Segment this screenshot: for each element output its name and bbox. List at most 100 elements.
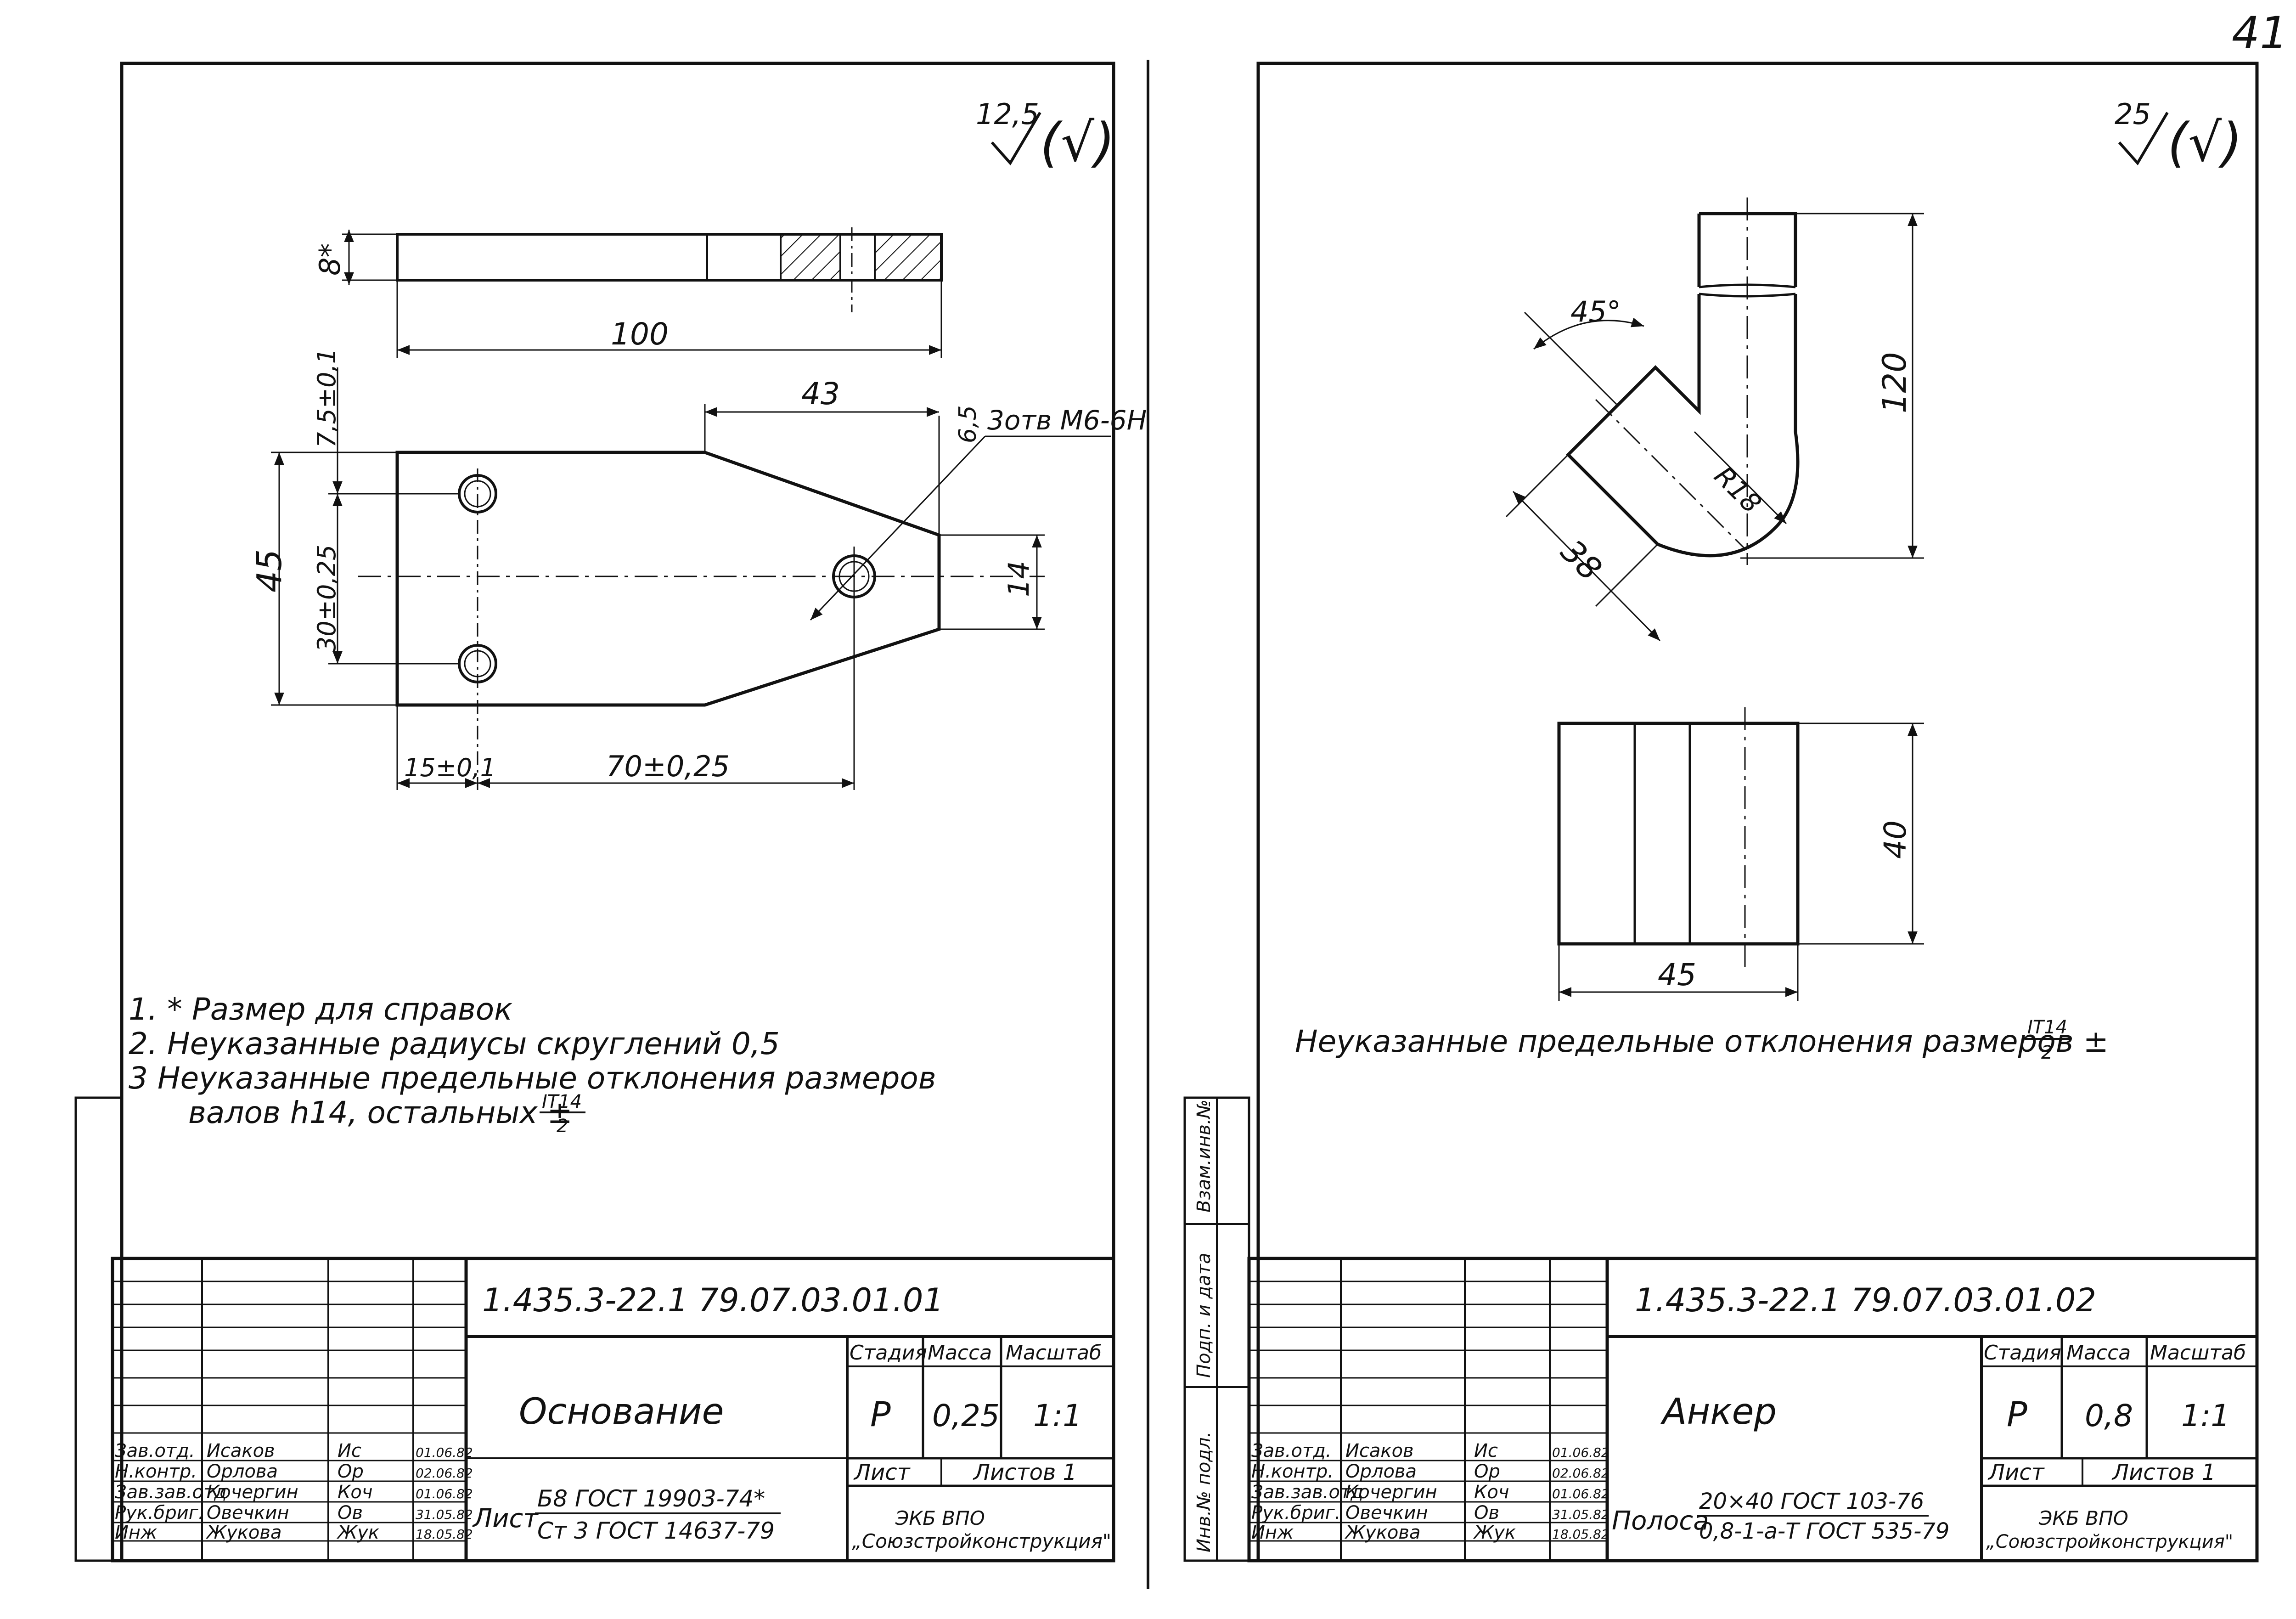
svg-text:(√): (√) (2167, 112, 2242, 174)
dim-angle: 45° (1570, 295, 1621, 328)
dim-length: 100 (611, 316, 669, 352)
svg-text:Ор: Ор (1474, 1461, 1500, 1482)
dim-taper-start: 43 (801, 376, 840, 412)
right-designation: 1.435.3-22.1 79.07.03.01.02 (1635, 1281, 2096, 1319)
left-title-text: 1.435.3-22.1 79.07.03.01.01 Основание Ст… (115, 1281, 1111, 1552)
right-stage: Р (2007, 1395, 2027, 1434)
note-1: 1. * Размер для справок (129, 992, 512, 1027)
right-title-block (1247, 1257, 2259, 1563)
dim-hole-offset: 15±0,1 (404, 753, 496, 782)
svg-text:Ор: Ор (338, 1461, 364, 1482)
svg-text:Инж: Инж (115, 1522, 157, 1543)
left-title-block (111, 1257, 1115, 1563)
svg-text:Ов: Ов (1474, 1502, 1499, 1523)
svg-text:02.06.82: 02.06.82 (416, 1466, 473, 1481)
plate-plan-view: 14 3отв М6-6Н 6,5 43 4 (250, 348, 1147, 790)
svg-text:Овечкин: Овечкин (1345, 1502, 1428, 1523)
left-stage: Р (870, 1395, 891, 1434)
svg-text:Полоса: Полоса (1612, 1506, 1709, 1536)
right-material-top: 20×40 ГОСТ 103-76 (1699, 1489, 1924, 1514)
note-fraction-num: IT14 (542, 1091, 582, 1112)
svg-text:Масштаб: Масштаб (1006, 1341, 1102, 1365)
note-fraction-den: 2 (557, 1116, 568, 1137)
left-material-top: Б8 ГОСТ 19903-74* (537, 1485, 765, 1512)
svg-text:12,5: 12,5 (976, 97, 1039, 131)
left-part-name: Основание (519, 1391, 724, 1433)
plate-side-view: 8* 100 (313, 227, 943, 358)
svg-text:Лист: Лист (1987, 1460, 2045, 1485)
dim-thickness: 8* (313, 243, 347, 276)
svg-text:01.06.82: 01.06.82 (416, 1486, 473, 1501)
right-note-fraction-num: IT14 (2027, 1017, 2067, 1038)
note-3-cont: валов h14, остальных ± (188, 1095, 573, 1130)
dim-hole-distance: 70±0,25 (606, 750, 730, 783)
side-label-signature: Подп. и дата (1193, 1253, 1215, 1378)
svg-text:„Союзстройконструкция": „Союзстройконструкция" (852, 1530, 1111, 1552)
svg-text:Жук: Жук (1473, 1522, 1516, 1543)
right-title-text: 1.435.3-22.1 79.07.03.01.02 Анкер Стадия… (1251, 1281, 2246, 1552)
svg-text:Лист: Лист (472, 1504, 539, 1534)
right-note-fraction-den: 2 (2041, 1042, 2053, 1063)
svg-text:„Союзстройконструкция": „Союзстройконструкция" (1986, 1531, 2233, 1552)
svg-text:Лист: Лист (853, 1460, 911, 1485)
svg-text:Ис: Ис (338, 1440, 361, 1461)
left-roughness-symbol: 12,5 (√) (976, 97, 1115, 174)
svg-text:Жук: Жук (336, 1522, 379, 1543)
hole-spec: 3отв М6-6Н (987, 405, 1147, 436)
svg-text:01.06.82: 01.06.82 (416, 1445, 473, 1460)
right-note: Неуказанные предельные отклонения размер… (1295, 1024, 2109, 1059)
svg-text:Жукова: Жукова (1344, 1522, 1420, 1543)
svg-text:Орлова: Орлова (1345, 1461, 1417, 1482)
left-notes: 1. * Размер для справок 2. Неуказанные р… (129, 992, 936, 1137)
svg-text:01.06.82: 01.06.82 (1552, 1486, 1609, 1501)
left-sheet: 12,5 (√) 8* 100 (74, 62, 1147, 1563)
note-2: 2. Неуказанные радиусы скруглений 0,5 (129, 1026, 780, 1061)
dim-bottom-width: 45 (1658, 957, 1696, 993)
svg-text:31.05.82: 31.05.82 (1552, 1507, 1609, 1522)
svg-text:Рук.бриг.: Рук.бриг. (1251, 1502, 1340, 1523)
svg-text:ЭКБ ВПО: ЭКБ ВПО (895, 1507, 985, 1529)
svg-text:18.05.82: 18.05.82 (416, 1527, 473, 1542)
right-mass: 0,8 (2085, 1398, 2133, 1433)
svg-text:Кочергин: Кочергин (1345, 1482, 1437, 1503)
svg-text:Листов 1: Листов 1 (2111, 1460, 2216, 1485)
svg-text:Ов: Ов (338, 1502, 363, 1523)
svg-text:Кочергин: Кочергин (207, 1482, 298, 1503)
right-part-name: Анкер (1660, 1391, 1777, 1433)
note-3: 3 Неуказанные предельные отклонения разм… (129, 1061, 936, 1096)
svg-text:Исаков: Исаков (1345, 1440, 1414, 1461)
dim-end-width: 14 (1002, 561, 1035, 597)
dim-chamfer: 6,5 (954, 405, 982, 443)
svg-text:Масса: Масса (928, 1341, 992, 1365)
svg-text:02.06.82: 02.06.82 (1552, 1466, 1609, 1481)
svg-text:Зав.зав.отд: Зав.зав.отд (1251, 1482, 1363, 1503)
svg-text:Ис: Ис (1474, 1440, 1498, 1461)
svg-text:01.06.82: 01.06.82 (1552, 1445, 1609, 1460)
svg-text:Стадия: Стадия (850, 1341, 927, 1365)
svg-text:Масштаб: Масштаб (2150, 1341, 2246, 1365)
svg-text:Овечкин: Овечкин (207, 1502, 289, 1523)
dim-hole-pitch: 30±0,25 (312, 545, 341, 652)
svg-text:Рук.бриг.: Рук.бриг. (115, 1502, 204, 1523)
anchor-side-view (1505, 197, 1924, 642)
right-scale: 1:1 (2181, 1398, 2230, 1433)
svg-text:Инж: Инж (1251, 1522, 1294, 1543)
left-material-bottom: Ст 3 ГОСТ 14637-79 (537, 1517, 775, 1544)
dim-width: 45 (250, 549, 289, 592)
svg-text:Н.контр.: Н.контр. (115, 1461, 197, 1482)
svg-text:31.05.82: 31.05.82 (416, 1507, 473, 1522)
svg-text:Зав.отд.: Зав.отд. (115, 1440, 195, 1461)
side-label-inventory: Инв.№ подл. (1193, 1432, 1215, 1552)
svg-text:ЭКБ ВПО: ЭКБ ВПО (2038, 1507, 2128, 1529)
side-label-replace: Взам.инв.№ (1193, 1100, 1215, 1213)
dim-radius: R18 (1708, 460, 1767, 519)
svg-text:Зав.зав.отд: Зав.зав.отд (115, 1482, 227, 1503)
dim-anchor-height: 120 (1876, 352, 1913, 413)
svg-text:Зав.отд.: Зав.отд. (1251, 1440, 1332, 1461)
svg-text:18.05.82: 18.05.82 (1552, 1527, 1609, 1542)
svg-text:(√): (√) (1040, 112, 1115, 174)
left-mass: 0,25 (932, 1398, 1000, 1433)
left-scale: 1:1 (1033, 1398, 1082, 1433)
left-side-strip (74, 1096, 123, 1562)
